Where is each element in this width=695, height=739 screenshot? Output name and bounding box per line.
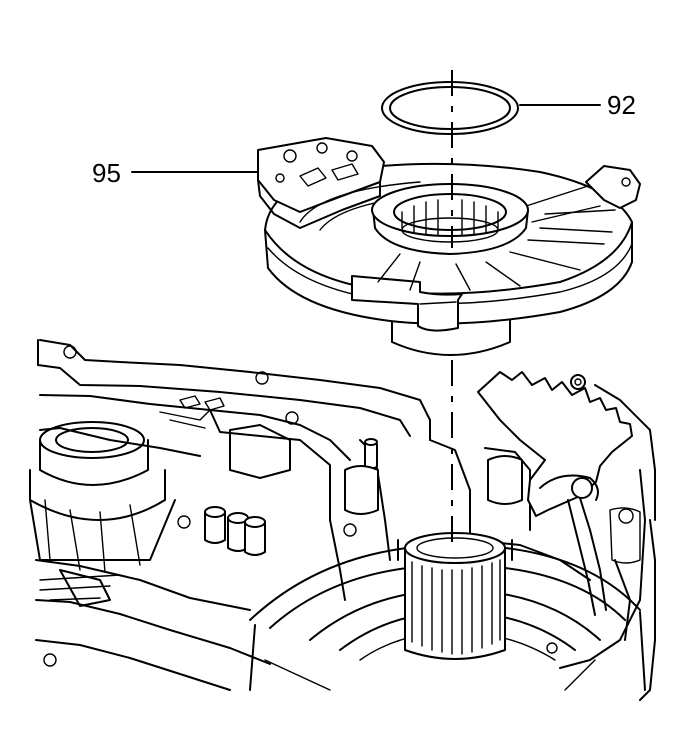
lower-hub-and-drum — [249, 532, 646, 691]
studs — [204, 506, 266, 556]
callout-label-95: 95 — [92, 158, 121, 188]
callout-label-92: 92 — [607, 90, 636, 120]
support-cover — [257, 137, 641, 356]
detent-lever — [477, 371, 633, 616]
seal-ring — [381, 81, 519, 135]
